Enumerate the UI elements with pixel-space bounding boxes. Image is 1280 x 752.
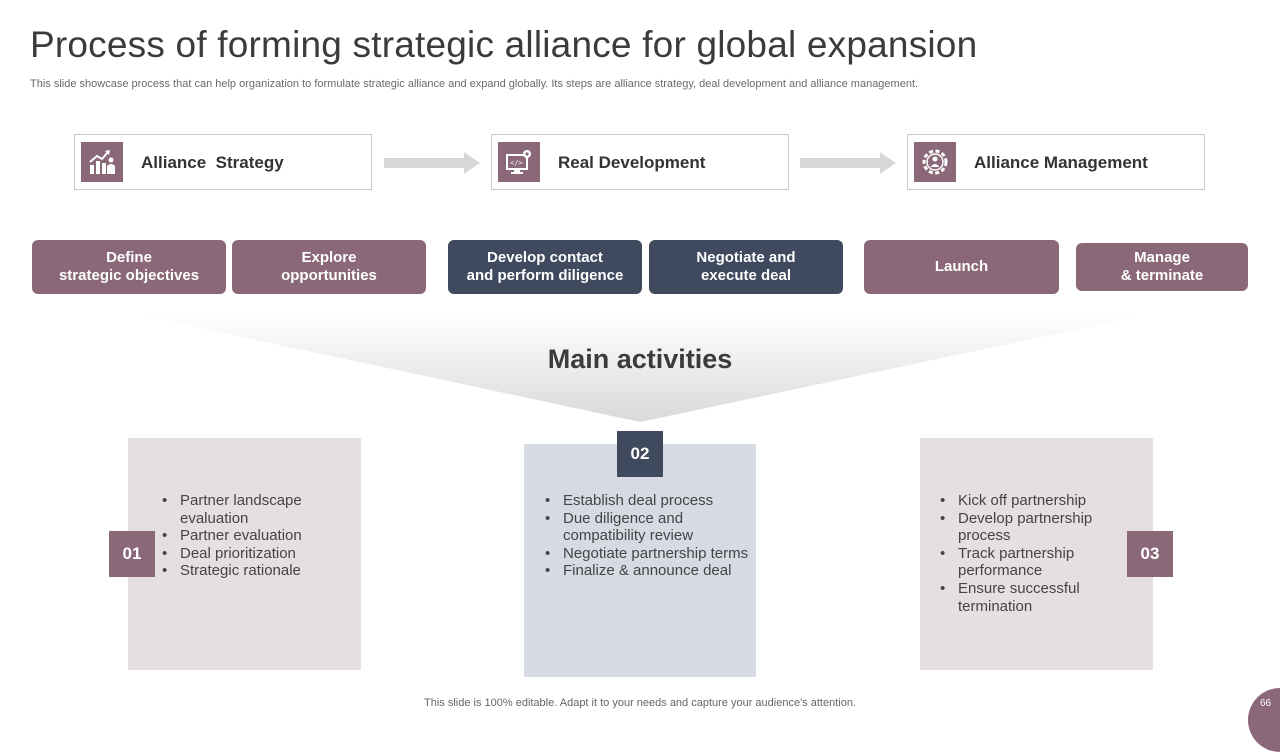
step-label: Explore opportunities (281, 249, 377, 284)
list-item: Deal prioritization (162, 545, 361, 563)
activity-card-1: Partner landscape evaluation Partner eva… (128, 438, 361, 670)
list-item: Ensure successful termination (940, 580, 1098, 615)
list-item: Negotiate partnership terms (545, 545, 756, 563)
phase-alliance-management: Alliance Management (907, 134, 1205, 190)
slide-footer: This slide is 100% editable. Adapt it to… (424, 697, 856, 709)
arrow-right-icon (800, 152, 896, 174)
step-define-objectives: Define strategic objectives (32, 240, 226, 294)
list-item: Establish deal process (545, 492, 756, 510)
list-item: Partner evaluation (162, 527, 361, 545)
growth-chart-icon (81, 142, 123, 182)
step-explore-opportunities: Explore opportunities (232, 240, 426, 294)
slide-subtitle: This slide showcase process that can hel… (30, 78, 919, 90)
list-item: Finalize & announce deal (545, 562, 756, 580)
step-develop-contact: Develop contact and perform diligence (448, 240, 642, 294)
card-number-badge: 03 (1127, 531, 1173, 577)
step-label: Launch (934, 258, 989, 275)
phase-label: Real Development (558, 153, 706, 172)
computer-gear-icon: </> (498, 142, 540, 182)
phase-real-development: </> Real Development (491, 134, 789, 190)
step-label: Define strategic objectives (58, 249, 200, 284)
card-number-badge: 01 (109, 531, 155, 577)
activity-list: Establish deal process Due diligence and… (525, 492, 756, 580)
slide-title: Process of forming strategic alliance fo… (30, 24, 978, 65)
card-number-badge: 02 (617, 431, 663, 477)
step-negotiate-execute: Negotiate and execute deal (649, 240, 843, 294)
phase-alliance-strategy: Alliance Strategy (74, 134, 372, 190)
svg-text:</>: </> (510, 159, 523, 167)
step-label: Manage & terminate (1120, 249, 1204, 284)
activity-card-3: Kick off partnership Develop partnership… (920, 438, 1153, 670)
list-item: Kick off partnership (940, 492, 1098, 510)
arrow-right-icon (384, 152, 480, 174)
activity-list: Partner landscape evaluation Partner eva… (142, 492, 361, 580)
phase-label: Alliance Strategy (141, 153, 284, 172)
list-item: Develop partnership process (940, 510, 1098, 545)
gear-people-icon (914, 142, 956, 182)
list-item: Strategic rationale (162, 562, 361, 580)
list-item: Due diligence and compatibility review (545, 510, 756, 545)
page-number: 66 (1260, 698, 1272, 709)
step-manage-terminate: Manage & terminate (1076, 243, 1248, 291)
list-item: Track partnership performance (940, 545, 1098, 580)
step-label: Develop contact and perform diligence (466, 249, 624, 284)
activity-list: Kick off partnership Develop partnership… (920, 492, 1153, 615)
phase-label: Alliance Management (974, 153, 1148, 172)
activity-card-2: Establish deal process Due diligence and… (524, 444, 756, 677)
step-label: Negotiate and execute deal (696, 249, 796, 284)
main-activities-heading: Main activities (547, 344, 733, 374)
funnel-shape (135, 314, 1150, 422)
list-item: Partner landscape evaluation (162, 492, 361, 527)
step-launch: Launch (864, 240, 1059, 294)
